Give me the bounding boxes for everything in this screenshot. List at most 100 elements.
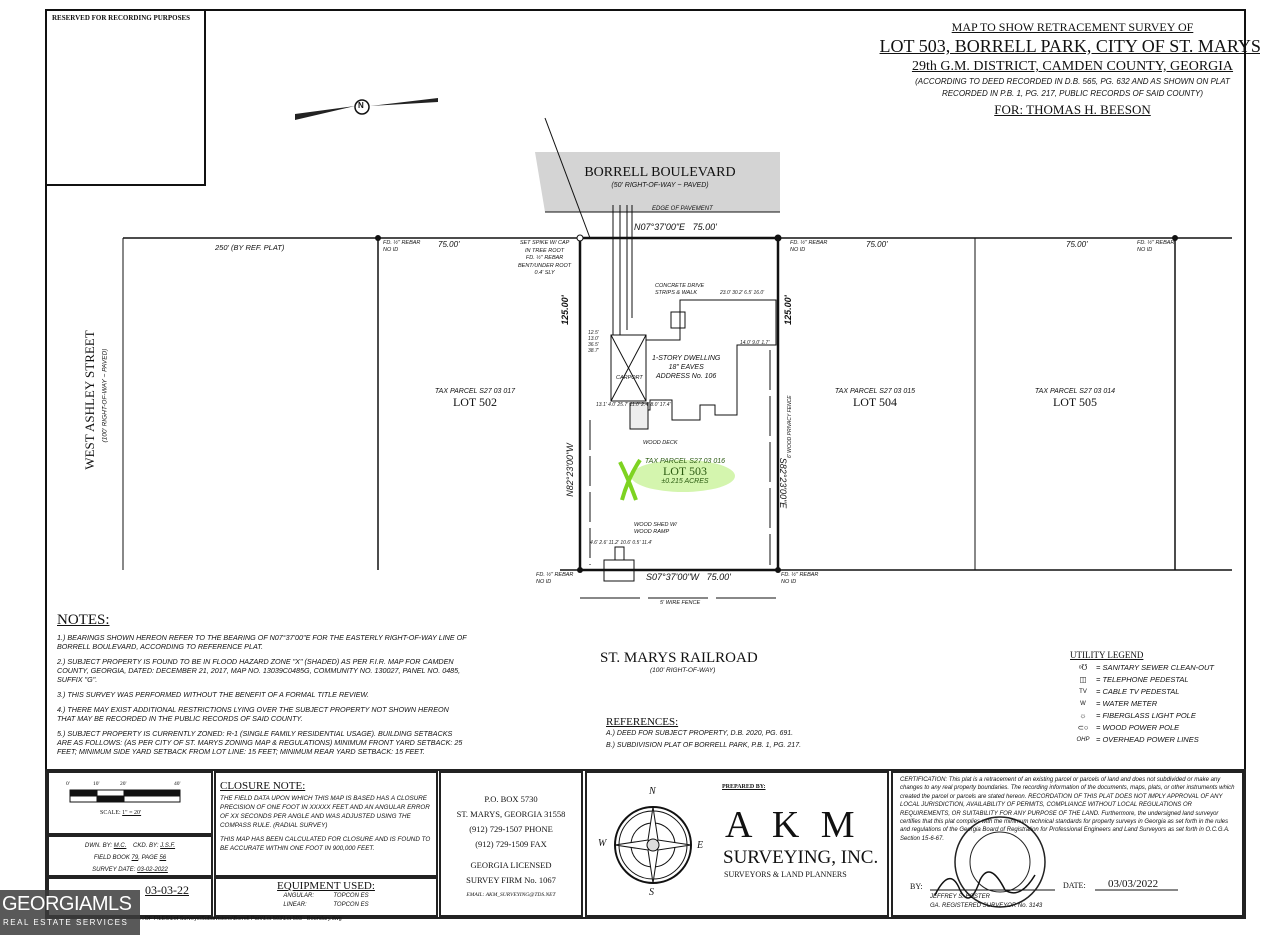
text-label: 13.1' xyxy=(596,402,607,408)
text-label: FIELD BOOK xyxy=(93,855,130,861)
edge-of-pavement: EDGE OF PAVEMENT xyxy=(652,206,713,212)
north-label: N xyxy=(358,101,364,110)
text-label: 03-02-2022 xyxy=(137,867,168,873)
north-arrow-icon xyxy=(295,98,438,120)
text-label: 36.5' xyxy=(588,342,599,348)
closure-note: CLOSURE NOTE: THE FIELD DATA UPON WHICH … xyxy=(220,780,432,853)
file-path: ...OF FILES\Lot Surveys\Subdivisions\Bor… xyxy=(140,916,342,922)
rear-dimensions: 13.1' 4.0' 25.7' 11.0' 2.4' 8.0' 17.4' xyxy=(596,402,670,408)
corner-monuments xyxy=(375,234,1178,573)
text-label: SET SPIKE W/ CAP xyxy=(519,240,570,246)
date-label: DATE: xyxy=(1063,881,1086,890)
west-ashley-row: (100' RIGHT-OF-WAY ~ PAVED) xyxy=(101,348,109,443)
text-label: P.O. BOX 5730 xyxy=(484,794,538,804)
prepared-by-label: PREPARED BY: xyxy=(722,784,766,790)
text-label: FD. ½" REBAR xyxy=(525,255,564,261)
scale-bar xyxy=(69,789,181,803)
ohp-line xyxy=(544,117,591,239)
text-label: THIS MAP HAS BEEN CALCULATED FOR CLOSURE… xyxy=(220,836,431,852)
lot-lines xyxy=(122,205,1232,599)
text-label: 1-STORY DWELLING xyxy=(652,355,721,362)
wood-shed-label: WOOD SHED W/WOOD RAMP xyxy=(634,522,677,536)
legend-row: ◫= TELEPHONE PEDESTAL xyxy=(1070,674,1245,686)
text-label: TAX PARCEL S27 03 016 xyxy=(644,458,726,465)
text-label: = WOOD POWER POLE xyxy=(1096,723,1180,732)
compass-w: W xyxy=(598,838,607,849)
lot502-frontage: 75.00' xyxy=(438,240,460,249)
cable-tv-icon: TV xyxy=(1079,689,1087,695)
text-label: B.) SUBDIVISION PLAT OF BORRELL PARK, P.… xyxy=(606,742,802,749)
text-label: JEFFREY S. FOSTER xyxy=(930,894,990,900)
legend-row: TV = CABLE TV PEDESTAL xyxy=(1070,686,1245,698)
lot504-frontage: 75.00' xyxy=(866,240,888,249)
text-label: 16.0' xyxy=(753,290,765,296)
notes-heading: NOTES: xyxy=(57,612,110,628)
water-meter-icon: W xyxy=(1080,701,1086,707)
north-line-bearing: N07°37'00"E 75.00' xyxy=(634,222,717,232)
text-label: IN TREE ROOT xyxy=(525,247,565,254)
text-label: EQUIPMENT USED: xyxy=(277,880,375,892)
wood-deck-label: WOOD DECK xyxy=(643,440,678,446)
text-label: = CABLE TV PEDESTAL xyxy=(1096,687,1180,696)
text-label: 9.0' xyxy=(752,340,760,346)
text-label: NO ID xyxy=(1137,247,1153,253)
text-label: 8.0' xyxy=(650,402,659,408)
text-label: = SANITARY SEWER CLEAN-OUT xyxy=(1096,663,1215,672)
text-label: FD. ½" REBAR xyxy=(383,240,421,246)
text-label: 38.7' xyxy=(588,348,599,354)
text-label: 75.00' xyxy=(706,572,731,582)
text-label: THE FIELD DATA UPON WHICH THIS MAP IS BA… xyxy=(220,795,430,829)
text-label: 23.0' xyxy=(720,290,731,296)
scale-tick-0: 0' xyxy=(66,781,70,787)
privacy-fence-label: 6' WOOD PRIVACY FENCE xyxy=(787,395,793,458)
text-label: ST. MARYS, GEORGIA 31558 xyxy=(456,809,566,819)
x-mark xyxy=(618,458,642,501)
certification-date: 03/03/2022 xyxy=(1108,878,1159,890)
text-label: LOT 502 xyxy=(452,395,498,409)
text-label: DWN. BY: xyxy=(84,843,113,849)
text-label: 0.5' xyxy=(632,540,641,546)
firm-email: EMAIL: AKM_SURVEYING@TDS.NET xyxy=(466,892,556,898)
text-label: M.C. xyxy=(113,843,127,849)
text-label: LOT 505 xyxy=(1052,395,1098,409)
text-label: WOOD RAMP xyxy=(634,529,670,535)
text-label: 17.4' xyxy=(659,402,671,408)
client-name: FOR: THOMAS H. BEESON xyxy=(994,102,1151,117)
certification-text: CERTIFICATION: This plat is a retracemen… xyxy=(900,777,1235,842)
text-label: CONCRETE DRIVE xyxy=(655,283,705,289)
notes-section: NOTES: 1.) BEARINGS SHOWN HEREON REFER T… xyxy=(57,612,467,762)
watermark-brand: GEORGIAMLS xyxy=(2,893,132,915)
equipment-used: EQUIPMENT USED: ANGULAR:TOPCON ES LINEAR… xyxy=(215,880,437,910)
text-label: 10.6' xyxy=(620,540,631,546)
railroad-row: (100' RIGHT-OF-WAY) xyxy=(650,667,716,674)
text-label: NO ID xyxy=(383,247,399,253)
text-label: 2.4' xyxy=(641,402,650,408)
recording-box-label: RESERVED FOR RECORDING PURPOSES xyxy=(52,14,191,22)
title-block-header: MAP TO SHOW RETRACEMENT SURVEY OF LOT 50… xyxy=(840,20,1261,120)
text-label: NO ID xyxy=(790,247,806,253)
scale-tick-40: 40' xyxy=(174,781,181,787)
text-label: LOT 503 xyxy=(662,464,708,478)
title-line3: 29th G.M. DISTRICT, CAMDEN COUNTY, GEORG… xyxy=(911,59,1234,74)
akm-logo: A K M xyxy=(725,804,861,846)
text-label: FD. ½" REBAR xyxy=(790,240,828,246)
telephone-pedestal-icon: ◫ xyxy=(1079,675,1087,684)
text-label: 30.2' xyxy=(732,290,743,296)
text-label: 11.2' xyxy=(608,540,619,546)
text-label: TAX PARCEL S27 03 014 xyxy=(1034,388,1116,395)
text-label: 12.5' xyxy=(588,330,599,336)
text-label: FD. ½" REBAR xyxy=(536,572,574,578)
text-label: 75.00' xyxy=(692,222,717,232)
title-block xyxy=(45,769,1246,919)
text-label: 0.4' SLY xyxy=(534,270,555,276)
